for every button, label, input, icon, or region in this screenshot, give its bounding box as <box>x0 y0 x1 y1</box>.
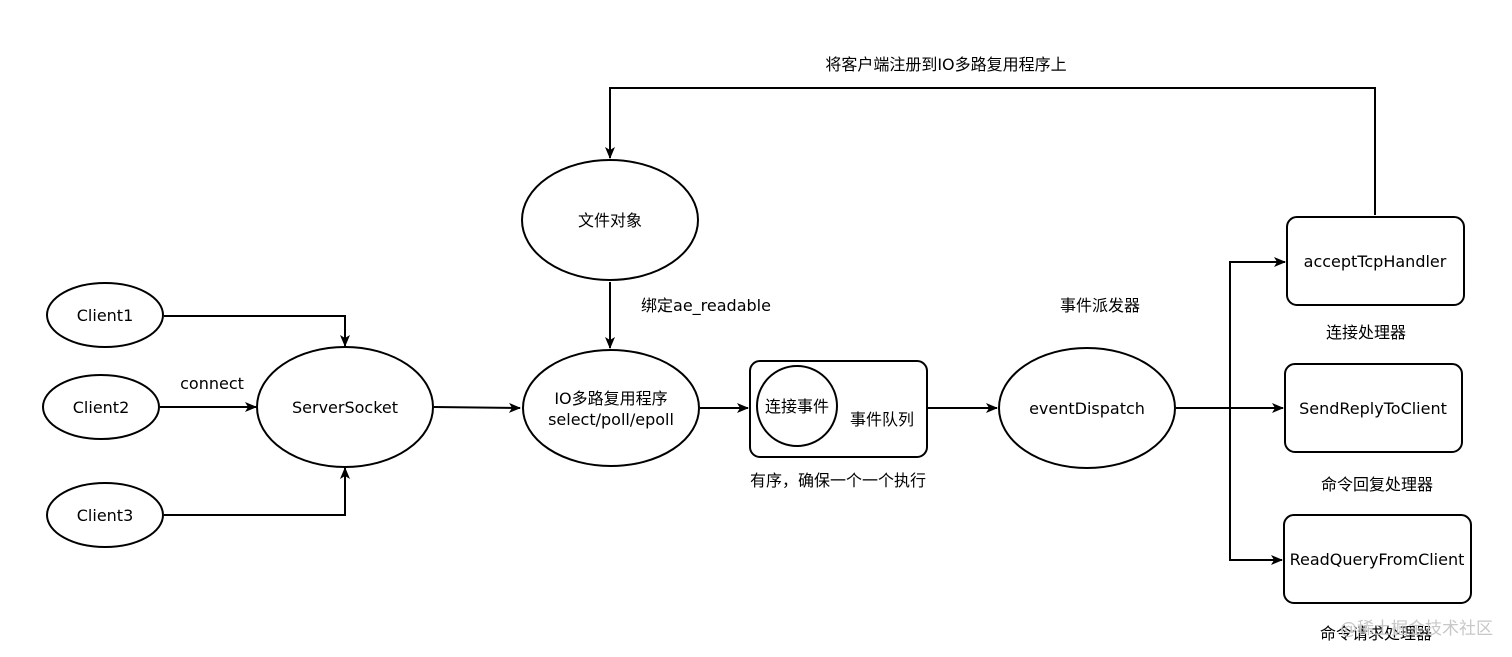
event-queue-label: 事件队列 <box>850 410 914 429</box>
read-desc-label: 命令请求处理器 <box>1320 624 1432 643</box>
connect-event-circle <box>756 365 838 447</box>
node-client3: Client3 <box>46 482 164 548</box>
read-query-label: ReadQueryFromClient <box>1290 550 1465 569</box>
edge-accept-register <box>605 87 1376 215</box>
node-client2: Client2 <box>42 374 160 440</box>
io-mux-label-line2: select/poll/epoll <box>548 410 674 429</box>
dispatcher-title-label: 事件派发器 <box>1060 296 1140 315</box>
node-io-multiplexer: IO多路复用程序 select/poll/epoll <box>522 349 700 467</box>
bind-readable-label: 绑定ae_readable <box>641 296 771 316</box>
queue-order-label: 有序，确保一个一个执行 <box>750 471 926 490</box>
client2-label: Client2 <box>73 398 130 417</box>
connect-event-label: 连接事件 <box>765 397 829 416</box>
event-dispatch-label: eventDispatch <box>1029 399 1145 418</box>
accept-handler-label: acceptTcpHandler <box>1304 252 1447 271</box>
file-object-label: 文件对象 <box>578 211 642 230</box>
io-mux-label-line1: IO多路复用程序 <box>554 389 667 408</box>
edge-to-read <box>1229 408 1283 565</box>
accept-desc-label: 连接处理器 <box>1326 323 1406 342</box>
send-reply-label: SendReplyToClient <box>1299 399 1447 418</box>
edge-server-iomux <box>433 402 521 413</box>
node-read-query: ReadQueryFromClient <box>1283 514 1472 604</box>
node-file-object: 文件对象 <box>521 159 699 281</box>
server-socket-label: ServerSocket <box>292 398 398 417</box>
reply-desc-label: 命令回复处理器 <box>1321 475 1433 494</box>
edge-client3-server <box>164 467 350 516</box>
node-event-queue: 连接事件 事件队列 <box>749 360 928 458</box>
client1-label: Client1 <box>77 306 134 325</box>
watermark: @稀土掘金技术社区 <box>1340 619 1493 639</box>
node-server-socket: ServerSocket <box>256 346 434 468</box>
node-accept-handler: acceptTcpHandler <box>1286 216 1465 306</box>
node-client1: Client1 <box>46 282 164 348</box>
register-back-label: 将客户端注册到IO多路复用程序上 <box>825 55 1066 74</box>
connect-label: connect <box>180 374 244 393</box>
node-send-reply: SendReplyToClient <box>1284 363 1463 453</box>
edge-client1-server <box>164 315 350 347</box>
node-event-dispatch: eventDispatch <box>998 347 1176 469</box>
edge-to-accept <box>1229 257 1286 408</box>
client3-label: Client3 <box>77 506 134 525</box>
